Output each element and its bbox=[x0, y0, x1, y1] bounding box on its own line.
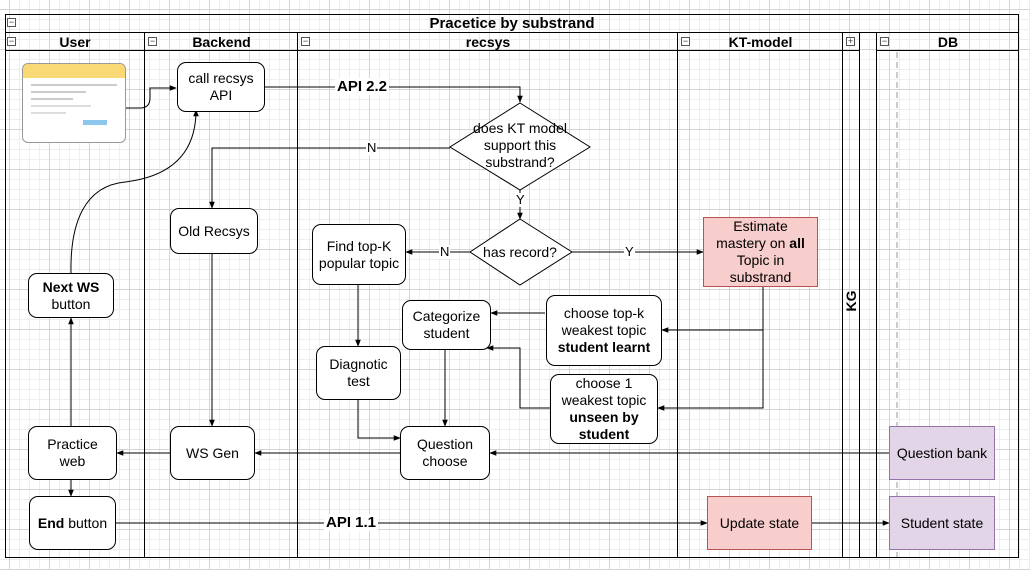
choose-1-weakest-node[interactable]: choose 1 weakest topic unseen by student bbox=[550, 374, 658, 444]
collapse-recsys-lane-icon[interactable]: − bbox=[301, 36, 310, 46]
estimate-mastery-node[interactable]: Estimate mastery on all Topic in substra… bbox=[703, 217, 818, 287]
expand-kg-lane-icon[interactable]: + bbox=[846, 36, 855, 46]
question-choose-node[interactable]: Question choose bbox=[400, 426, 490, 480]
api-22-label: API 2.2 bbox=[335, 78, 390, 95]
edge-label-yes-kt: Y bbox=[515, 192, 526, 207]
lane-backend bbox=[145, 33, 298, 558]
edge-choose-1-to-categorize bbox=[486, 345, 550, 409]
collapse-backend-lane-icon[interactable]: − bbox=[148, 36, 157, 46]
edge-estimate-to-choose-1 bbox=[657, 330, 764, 411]
end-button-node[interactable]: End button bbox=[29, 496, 116, 550]
has-record-decision[interactable]: has record? bbox=[483, 243, 557, 260]
lane-kg bbox=[843, 33, 860, 558]
collapse-db-lane-icon[interactable]: − bbox=[880, 36, 889, 46]
swimlane-pool bbox=[5, 14, 1019, 558]
does-kt-model-support-decision[interactable]: does KT model support this substrand? bbox=[473, 119, 567, 170]
student-state-node[interactable]: Student state bbox=[889, 496, 995, 550]
api-11-label: API 1.1 bbox=[324, 514, 379, 531]
lane-header-kg-collapsed bbox=[843, 33, 860, 51]
page-thumbnail bbox=[22, 63, 126, 143]
find-topk-popular-node[interactable]: Find top-K popular topic bbox=[312, 224, 406, 285]
question-bank-node[interactable]: Question bank bbox=[889, 426, 995, 480]
choose-topk-weakest-node[interactable]: choose top-k weakest topic student learn… bbox=[546, 295, 662, 366]
decision-shape-kt bbox=[449, 102, 591, 191]
thumbnail-header bbox=[23, 64, 125, 78]
edge-estimate-to-choose-topk bbox=[661, 287, 764, 333]
lane-header-db: DB bbox=[877, 33, 1019, 51]
edge-no-kt-to-old-recsys bbox=[209, 147, 450, 209]
lane-header-user: User bbox=[5, 33, 145, 51]
diagnotic-test-node[interactable]: Diagnotic test bbox=[316, 346, 401, 400]
lane-recsys bbox=[298, 33, 678, 558]
lane-user bbox=[5, 33, 145, 558]
edge-label-no-kt: N bbox=[366, 140, 378, 155]
old-recsys-node[interactable]: Old Recsys bbox=[170, 208, 258, 254]
lane-header-backend: Backend bbox=[145, 33, 298, 51]
collapse-kt-lane-icon[interactable]: − bbox=[681, 36, 690, 46]
categorize-student-node[interactable]: Categorize student bbox=[402, 300, 491, 350]
edge-next-ws-to-call-recsys bbox=[70, 109, 199, 274]
decision-shape-record bbox=[469, 218, 573, 286]
lane-header-recsys: recsys bbox=[298, 33, 678, 51]
edge-label-no-record: N bbox=[439, 244, 451, 259]
call-recsys-api-node[interactable]: call recsys API bbox=[177, 62, 265, 112]
lane-kg-spacer bbox=[860, 33, 877, 558]
edge-label-yes-record: Y bbox=[624, 244, 635, 259]
edge-api22 bbox=[265, 86, 523, 103]
practice-web-node[interactable]: Practice web bbox=[28, 426, 117, 480]
lane-header-kt-model: KT-model bbox=[678, 33, 843, 51]
update-state-node[interactable]: Update state bbox=[707, 496, 812, 550]
diagram-title: Pracetice by substrand bbox=[5, 15, 1019, 33]
collapse-user-lane-icon[interactable]: − bbox=[7, 36, 16, 46]
ws-gen-node[interactable]: WS Gen bbox=[170, 426, 255, 480]
collapse-pool-icon[interactable]: − bbox=[7, 17, 16, 27]
lane-kt-model bbox=[678, 33, 843, 558]
edge-thumbnail-to-call-recsys bbox=[126, 85, 177, 109]
edge-diagnotic-to-question bbox=[357, 400, 401, 441]
